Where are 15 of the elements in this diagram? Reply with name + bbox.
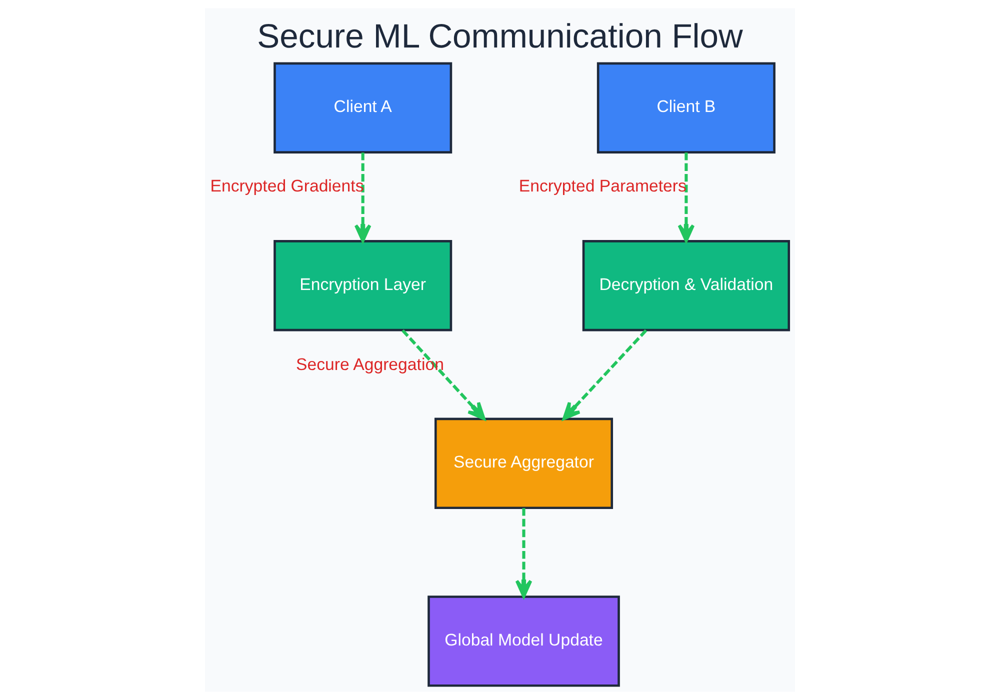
node-box: Encryption Layer: [274, 240, 452, 332]
edge-label: Encrypted Gradients: [210, 176, 364, 196]
node-box: Secure Aggregator: [434, 418, 614, 509]
node-box: Client B: [596, 62, 776, 154]
arrow: [515, 508, 532, 598]
arrow: [402, 329, 486, 420]
diagram-title: Secure ML Communication Flow: [257, 17, 743, 56]
edge-label: Encrypted Parameters: [518, 176, 686, 196]
node-box: Decryption & Validation: [582, 240, 790, 332]
arrow: [354, 152, 372, 242]
node-box: Client A: [274, 62, 452, 154]
edge-label: Secure Aggregation: [296, 354, 444, 374]
node-box: Global Model Update: [428, 596, 620, 687]
arrow: [562, 329, 648, 420]
arrow: [678, 152, 695, 242]
